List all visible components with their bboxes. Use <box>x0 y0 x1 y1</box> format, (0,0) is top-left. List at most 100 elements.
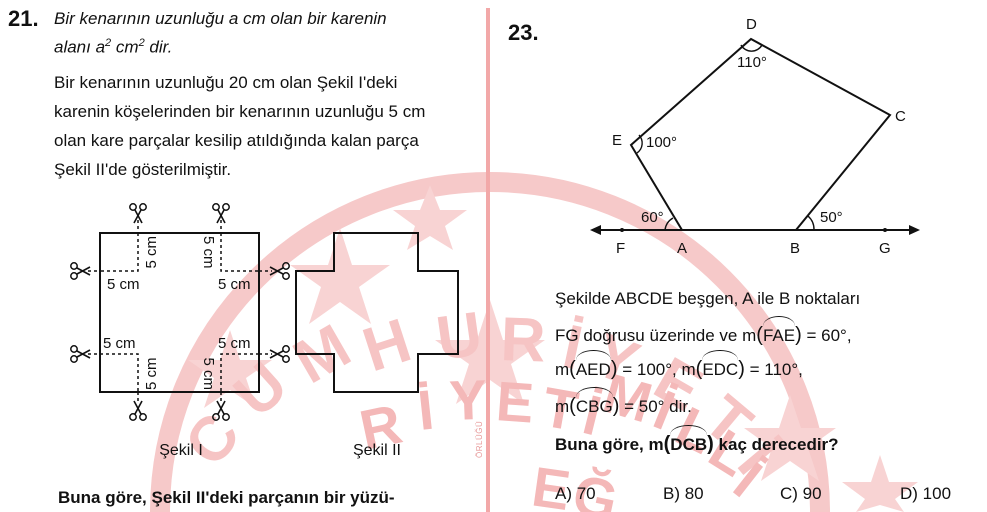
q21-figures: 5 cm 5 cm 5 cm 5 cm 5 cm 5 cm 5 cm 5 cm … <box>70 203 459 459</box>
paren: ) <box>738 358 745 380</box>
scissors-icon <box>70 261 91 281</box>
label-c: C <box>895 108 906 125</box>
scissors-icon <box>129 400 147 422</box>
paren: ) <box>795 324 802 346</box>
q23-text-line1: Şekilde ABCDE beşgen, A ile B noktaları <box>555 289 861 308</box>
choice-d[interactable]: D) 100 <box>900 484 952 503</box>
angle-e: 100° <box>646 134 677 151</box>
q21-def-sup: 2 <box>105 37 112 49</box>
watermark-star-icon <box>744 395 836 481</box>
watermark-star-icon <box>842 455 918 512</box>
q23-question: Buna göre, m(DCB) kaç derecedir? <box>555 425 839 457</box>
choice-b[interactable]: B) 80 <box>663 484 704 503</box>
choice-c[interactable]: C) 90 <box>780 484 822 503</box>
text-part: FG doğrusu üzerinde ve m <box>555 326 757 345</box>
q21-def-part: dir. <box>144 37 173 57</box>
q21-paragraph: Bir kenarının uzunluğu 20 cm olan Şekil … <box>54 68 479 184</box>
q21-paragraph-line: karenin köşelerinden bir kenarının uzunl… <box>54 102 426 121</box>
svg-text:U: U <box>432 299 486 374</box>
cut-label: 5 cm <box>143 236 160 269</box>
cut-label: 5 cm <box>200 236 217 269</box>
cut-label: 5 cm <box>103 335 136 352</box>
text-part: Buna göre, m <box>555 435 664 454</box>
svg-text:İ: İ <box>415 378 437 442</box>
paren: ( <box>569 358 576 380</box>
q21-definition-line2: alanı a2 cm2 dir. <box>54 31 474 60</box>
q21-def-sup: 2 <box>138 37 145 49</box>
q23-pentagon-figure: D C E F A B G 110° 100° 60° 50° <box>590 16 920 257</box>
label-f: F <box>616 240 625 257</box>
q21-definition: Bir kenarının uzunluğu a cm olan bir kar… <box>54 6 474 60</box>
label-e: E <box>612 132 622 149</box>
angle-arc-a <box>664 217 674 231</box>
angle-arc-e <box>636 134 643 154</box>
svg-text:E: E <box>528 454 574 512</box>
q21-def-part: alanı a <box>54 37 106 57</box>
scissors-icon <box>70 344 91 364</box>
cut-label: 5 cm <box>218 276 251 293</box>
arc-dcb: DCB <box>670 425 707 457</box>
fig1-square <box>99 232 260 393</box>
q23-text-line4: m(CBG) = 50° dir. <box>555 387 692 419</box>
paren: ) <box>707 433 714 455</box>
cut-label: 5 cm <box>107 276 140 293</box>
angle-arc-b <box>807 215 815 231</box>
cut-label: 5 cm <box>218 335 251 352</box>
pentagon <box>629 37 892 231</box>
angle-d: 110° <box>737 54 767 71</box>
angle-b: 50° <box>820 209 843 226</box>
point-g <box>883 228 887 232</box>
fig2-caption: Şekil II <box>353 442 401 459</box>
point-f <box>620 228 624 232</box>
paren: ) <box>610 358 618 380</box>
arc-edc: EDC <box>702 350 738 382</box>
arc-fae: FAE <box>762 316 796 348</box>
paren: ( <box>695 358 703 380</box>
q21-paragraph-line: olan kare parçalar kesilip atıldığında k… <box>54 131 419 150</box>
q21-paragraph-line: Bir kenarının uzunluğu 20 cm olan Şekil … <box>54 73 398 92</box>
cut-label: 5 cm <box>143 357 160 390</box>
paren: ( <box>756 324 763 346</box>
text-part: kaç derecedir? <box>713 435 839 454</box>
text-part: = 60°, <box>801 326 852 345</box>
text-part: m <box>555 360 570 379</box>
watermark-star-icon <box>290 228 390 324</box>
text-part: = 110°, <box>744 360 803 379</box>
cut-label: 5 cm <box>200 357 217 390</box>
paren: ( <box>569 395 576 417</box>
paren: ( <box>663 433 671 455</box>
watermark-star-icon <box>188 330 272 408</box>
scissors-icon <box>269 261 291 281</box>
angle-a: 60° <box>641 209 664 226</box>
paren: ) <box>612 395 620 417</box>
label-b: B <box>790 240 800 257</box>
fig1-cut-lines <box>88 220 272 404</box>
label-d: D <box>746 16 757 33</box>
arc-cbg: CBG <box>575 387 613 419</box>
watermark-star-icon <box>435 300 545 404</box>
choice-a[interactable]: A) 70 <box>555 484 596 503</box>
arrow-left-icon <box>590 225 601 235</box>
q21-number: 21. <box>8 6 39 31</box>
angle-arc-d <box>740 44 763 52</box>
svg-text:Y: Y <box>448 368 488 432</box>
arc-aed: AED <box>575 350 611 382</box>
watermark-star-icon <box>393 185 467 250</box>
column-divider <box>486 8 490 512</box>
svg-text:E: E <box>494 369 536 434</box>
arrow-right-icon <box>909 225 920 235</box>
text-part: m <box>555 397 570 416</box>
svg-text:R: R <box>500 305 547 376</box>
fig1-caption: Şekil I <box>159 442 203 459</box>
label-a: A <box>677 240 687 257</box>
text-part: = 50° dir. <box>619 397 692 416</box>
q21-paragraph-line: Şekil II'de gösterilmiştir. <box>54 160 232 179</box>
q21-definition-line1: Bir kenarının uzunluğu a cm olan bir kar… <box>54 9 387 28</box>
fig2-cross-shape <box>295 232 459 393</box>
scissors-icon <box>212 400 230 422</box>
q21-question: Buna göre, Şekil II'deki parçanın bir yü… <box>58 488 395 507</box>
label-g: G <box>879 240 891 257</box>
q21-def-part: cm <box>111 37 139 57</box>
scissors-icon <box>269 344 291 364</box>
q23-text-line2: FG doğrusu üzerinde ve m(FAE) = 60°, <box>555 316 852 348</box>
